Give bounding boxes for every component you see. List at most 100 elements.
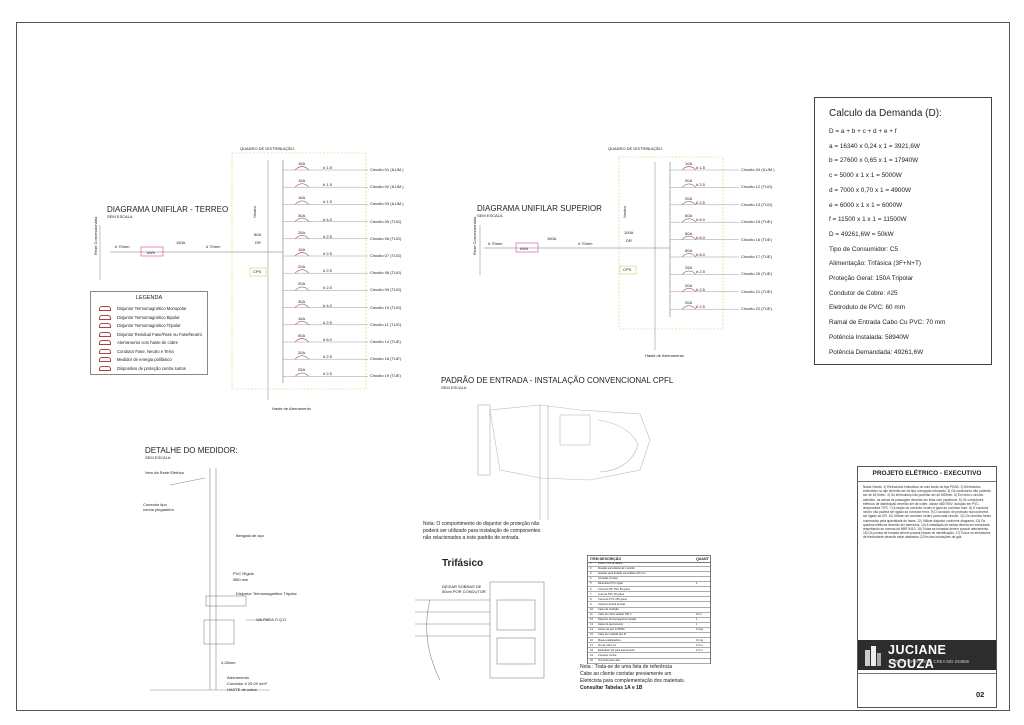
legend-item: Disjuntor Termomagnético Bipolar	[117, 314, 180, 320]
demand-calc-line: Potência Instalada: 58940W	[829, 333, 909, 341]
terreo-circuit-name: Circuito 18 (TUE)	[370, 356, 401, 362]
superior-circuit-rating: 20A	[685, 178, 693, 184]
terreo-breaker-symbol	[294, 355, 310, 360]
terreo-breaker-symbol	[294, 321, 310, 326]
superior-circuit-name: Circuito 04 (ILUM.)	[741, 167, 775, 172]
terreo-board-title: QUADRO DE DISTRIBUIÇÃO:	[240, 146, 295, 151]
materials-desc: Isolador para fixação secundária 100 mm	[598, 572, 646, 576]
superior-board-title: QUADRO DE DISTRIBUIÇÃO:	[608, 146, 663, 151]
materials-desc: Haste de aterramento	[598, 623, 624, 627]
materials-desc: Conector cunha	[598, 653, 617, 657]
terreo-breaker-symbol	[294, 286, 310, 291]
trifasico-title: Trifásico	[442, 558, 484, 569]
superior-circuit-name: Circuito 13 (TUG)	[741, 201, 773, 207]
terreo-circuit-rating: 50A	[298, 333, 306, 338]
superior-dr: DR	[626, 238, 632, 243]
engineer-name: JUCIANE SOUZA	[888, 643, 947, 671]
materials-desc: Massa calafetadora	[598, 638, 621, 642]
superior-circuit-name: Circuito 12 (TUG)	[741, 184, 773, 190]
materials-item: 17	[590, 643, 593, 647]
materials-item: 8	[590, 597, 592, 601]
superior-circuit-rating: 60A	[685, 213, 693, 219]
terreo-circuit-rating: 20A	[298, 264, 306, 270]
terreo-circuit-rating: 30A	[298, 212, 306, 218]
superior-circuit-name: Circuito 15 (TUE)	[741, 219, 772, 225]
demand-calc-line: f = 11500 x 1 x 1 = 11500W	[829, 216, 907, 224]
terreo-breaker-symbol	[294, 183, 310, 188]
terreo-main-breaker: 150A	[176, 240, 186, 245]
padrao-note-1: Nota: O comportimento do disjuntor de pr…	[423, 521, 540, 527]
padrao-title: PADRÃO DE ENTRADA - INSTALAÇÃO CONVENCIO…	[441, 376, 674, 385]
trifasico-note-1: Nota : Trata-se de uma lista de referênc…	[580, 664, 672, 670]
medidor-title: DETALHE DO MEDIDOR:	[145, 446, 238, 455]
materials-item: 5	[590, 582, 592, 586]
terreo-breaker-symbol	[294, 338, 310, 343]
superior-breaker-symbol	[681, 166, 697, 171]
legend-item: Aterramento com haste de cobre	[117, 340, 178, 345]
legend-item: Condutor Fase, Neutro e Terra	[117, 348, 174, 354]
demand-calc-line: D = a + b + c + d + e + f	[829, 128, 897, 135]
demand-calc-title: Calculo da Demanda (D):	[829, 108, 942, 119]
materials-item: 12	[590, 618, 593, 622]
terreo-circuit-rating: 25A	[298, 229, 306, 235]
medidor-pvc: PVC Rígido	[233, 571, 254, 576]
materials-item: 9	[590, 602, 592, 606]
superior-rede-label: Rede Concessionária	[472, 216, 477, 255]
terreo-circuit-cable: # 1.5	[323, 199, 332, 205]
padrao-subtitle: SEM ESCALA	[441, 385, 467, 390]
terreo-breaker-symbol	[294, 200, 310, 205]
materials-qty: 1,5 m	[696, 643, 703, 647]
superior-circuit-rating: 50A	[685, 248, 693, 253]
superior-circuit-cable: # 6.0	[696, 217, 705, 223]
terreo-haste: Haste de Aterramento	[272, 406, 311, 411]
demand-calc-line: D = 49261,6W = 50kW	[829, 230, 894, 238]
superior-circuit-rating: 10A	[685, 161, 693, 166]
terreo-rede-label: Rede Concessionária	[93, 216, 98, 255]
terreo-circuit-cable: # 2.5	[323, 251, 332, 256]
terreo-dr: DR	[255, 240, 261, 245]
terreo-breaker-symbol	[294, 217, 310, 222]
terreo-dr-rating: 80A	[254, 232, 262, 237]
terreo-circuit-rating: 16A	[298, 195, 306, 201]
legend-box: LEGENDA Disjuntor Termomagnético Monopol…	[90, 291, 208, 375]
demand-calc-line: Proteção Geral: 150A Tripolar	[829, 275, 914, 282]
demand-calc-line: d = 7000 x 0,70 x 1 = 4900W	[829, 186, 912, 194]
legend-item: Medidor de energia polifásico	[117, 357, 172, 362]
terreo-breaker-symbol	[294, 235, 310, 240]
demand-calc-line: Condutor de Cobre: #25	[829, 289, 898, 297]
superior-circuit-rating: 20A	[685, 282, 693, 288]
legend-symbol	[99, 323, 111, 328]
superior-circuit-name: Circuito 21 (TUE)	[741, 288, 772, 294]
terreo-circuit-name: Circuito 08 (TUG)	[370, 270, 402, 276]
materials-h1: ITEM DESCRIÇÃO	[590, 557, 622, 561]
terreo-circuit-name: Circuito 10 (TUG)	[370, 304, 402, 310]
superior-circuit-cable: # 6.0	[696, 234, 705, 240]
terreo-circuit-cable: # 2.5	[323, 285, 332, 291]
superior-circuit-cable: # 2.5	[696, 269, 705, 275]
terreo-circuit-rating: 16A	[298, 315, 306, 321]
drawing-sheet	[16, 22, 1010, 711]
materials-item: 16	[590, 638, 593, 642]
materials-item: 4	[590, 577, 592, 581]
materials-desc: Armação cruzeta	[598, 577, 618, 581]
superior-breaker-symbol	[681, 270, 697, 275]
medidor-conector: Conector tipo	[143, 502, 167, 507]
terreo-breaker-symbol	[294, 252, 310, 257]
materials-item: 15	[590, 633, 593, 637]
materials-item: 18	[590, 648, 593, 652]
superior-breaker-symbol	[681, 253, 697, 258]
superior-breaker-symbol	[681, 288, 697, 293]
terreo-circuit-rating: 20A	[298, 281, 306, 287]
terreo-circuit-name: Circuito 05 (TUG)	[370, 218, 402, 224]
terreo-circuit-cable: # 2.5	[323, 233, 332, 239]
trifasico-note-3: Eletricista para complementação dos mate…	[580, 678, 686, 684]
materials-h2: QUANT	[696, 557, 709, 561]
demand-calc-line: Potência Demandada: 49261,6W	[829, 348, 924, 356]
materials-desc: Eletroduto 3/4 para aterramento	[598, 648, 635, 652]
